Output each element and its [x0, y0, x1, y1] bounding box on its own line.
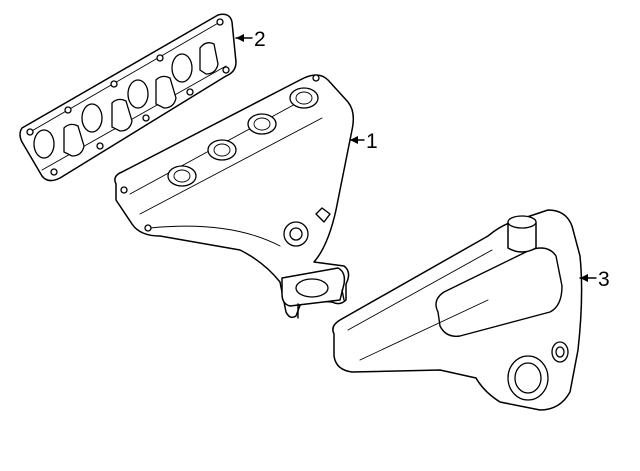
gasket-ports	[33, 42, 219, 159]
heat-shield-panel	[435, 247, 563, 337]
heat-shield-sensor-hole	[551, 341, 569, 363]
callout-label-1: 1	[366, 130, 378, 153]
callout-label-2: 2	[254, 28, 266, 51]
heat-shield	[332, 209, 583, 411]
exhaust-manifold	[114, 74, 355, 319]
gasket-bolt-holes	[26, 18, 230, 176]
callout-3: 3	[579, 268, 610, 291]
manifold-outlet-flange	[281, 267, 346, 319]
heat-shield-outlet	[507, 355, 549, 401]
callout-label-3: 3	[598, 268, 610, 291]
callout-2: 2	[235, 28, 266, 51]
manifold-runners	[167, 87, 319, 187]
heat-shield-pipe	[507, 215, 537, 253]
callout-1: 1	[349, 130, 378, 153]
manifold-sensor-port	[283, 207, 331, 247]
manifold-gasket	[19, 13, 237, 182]
